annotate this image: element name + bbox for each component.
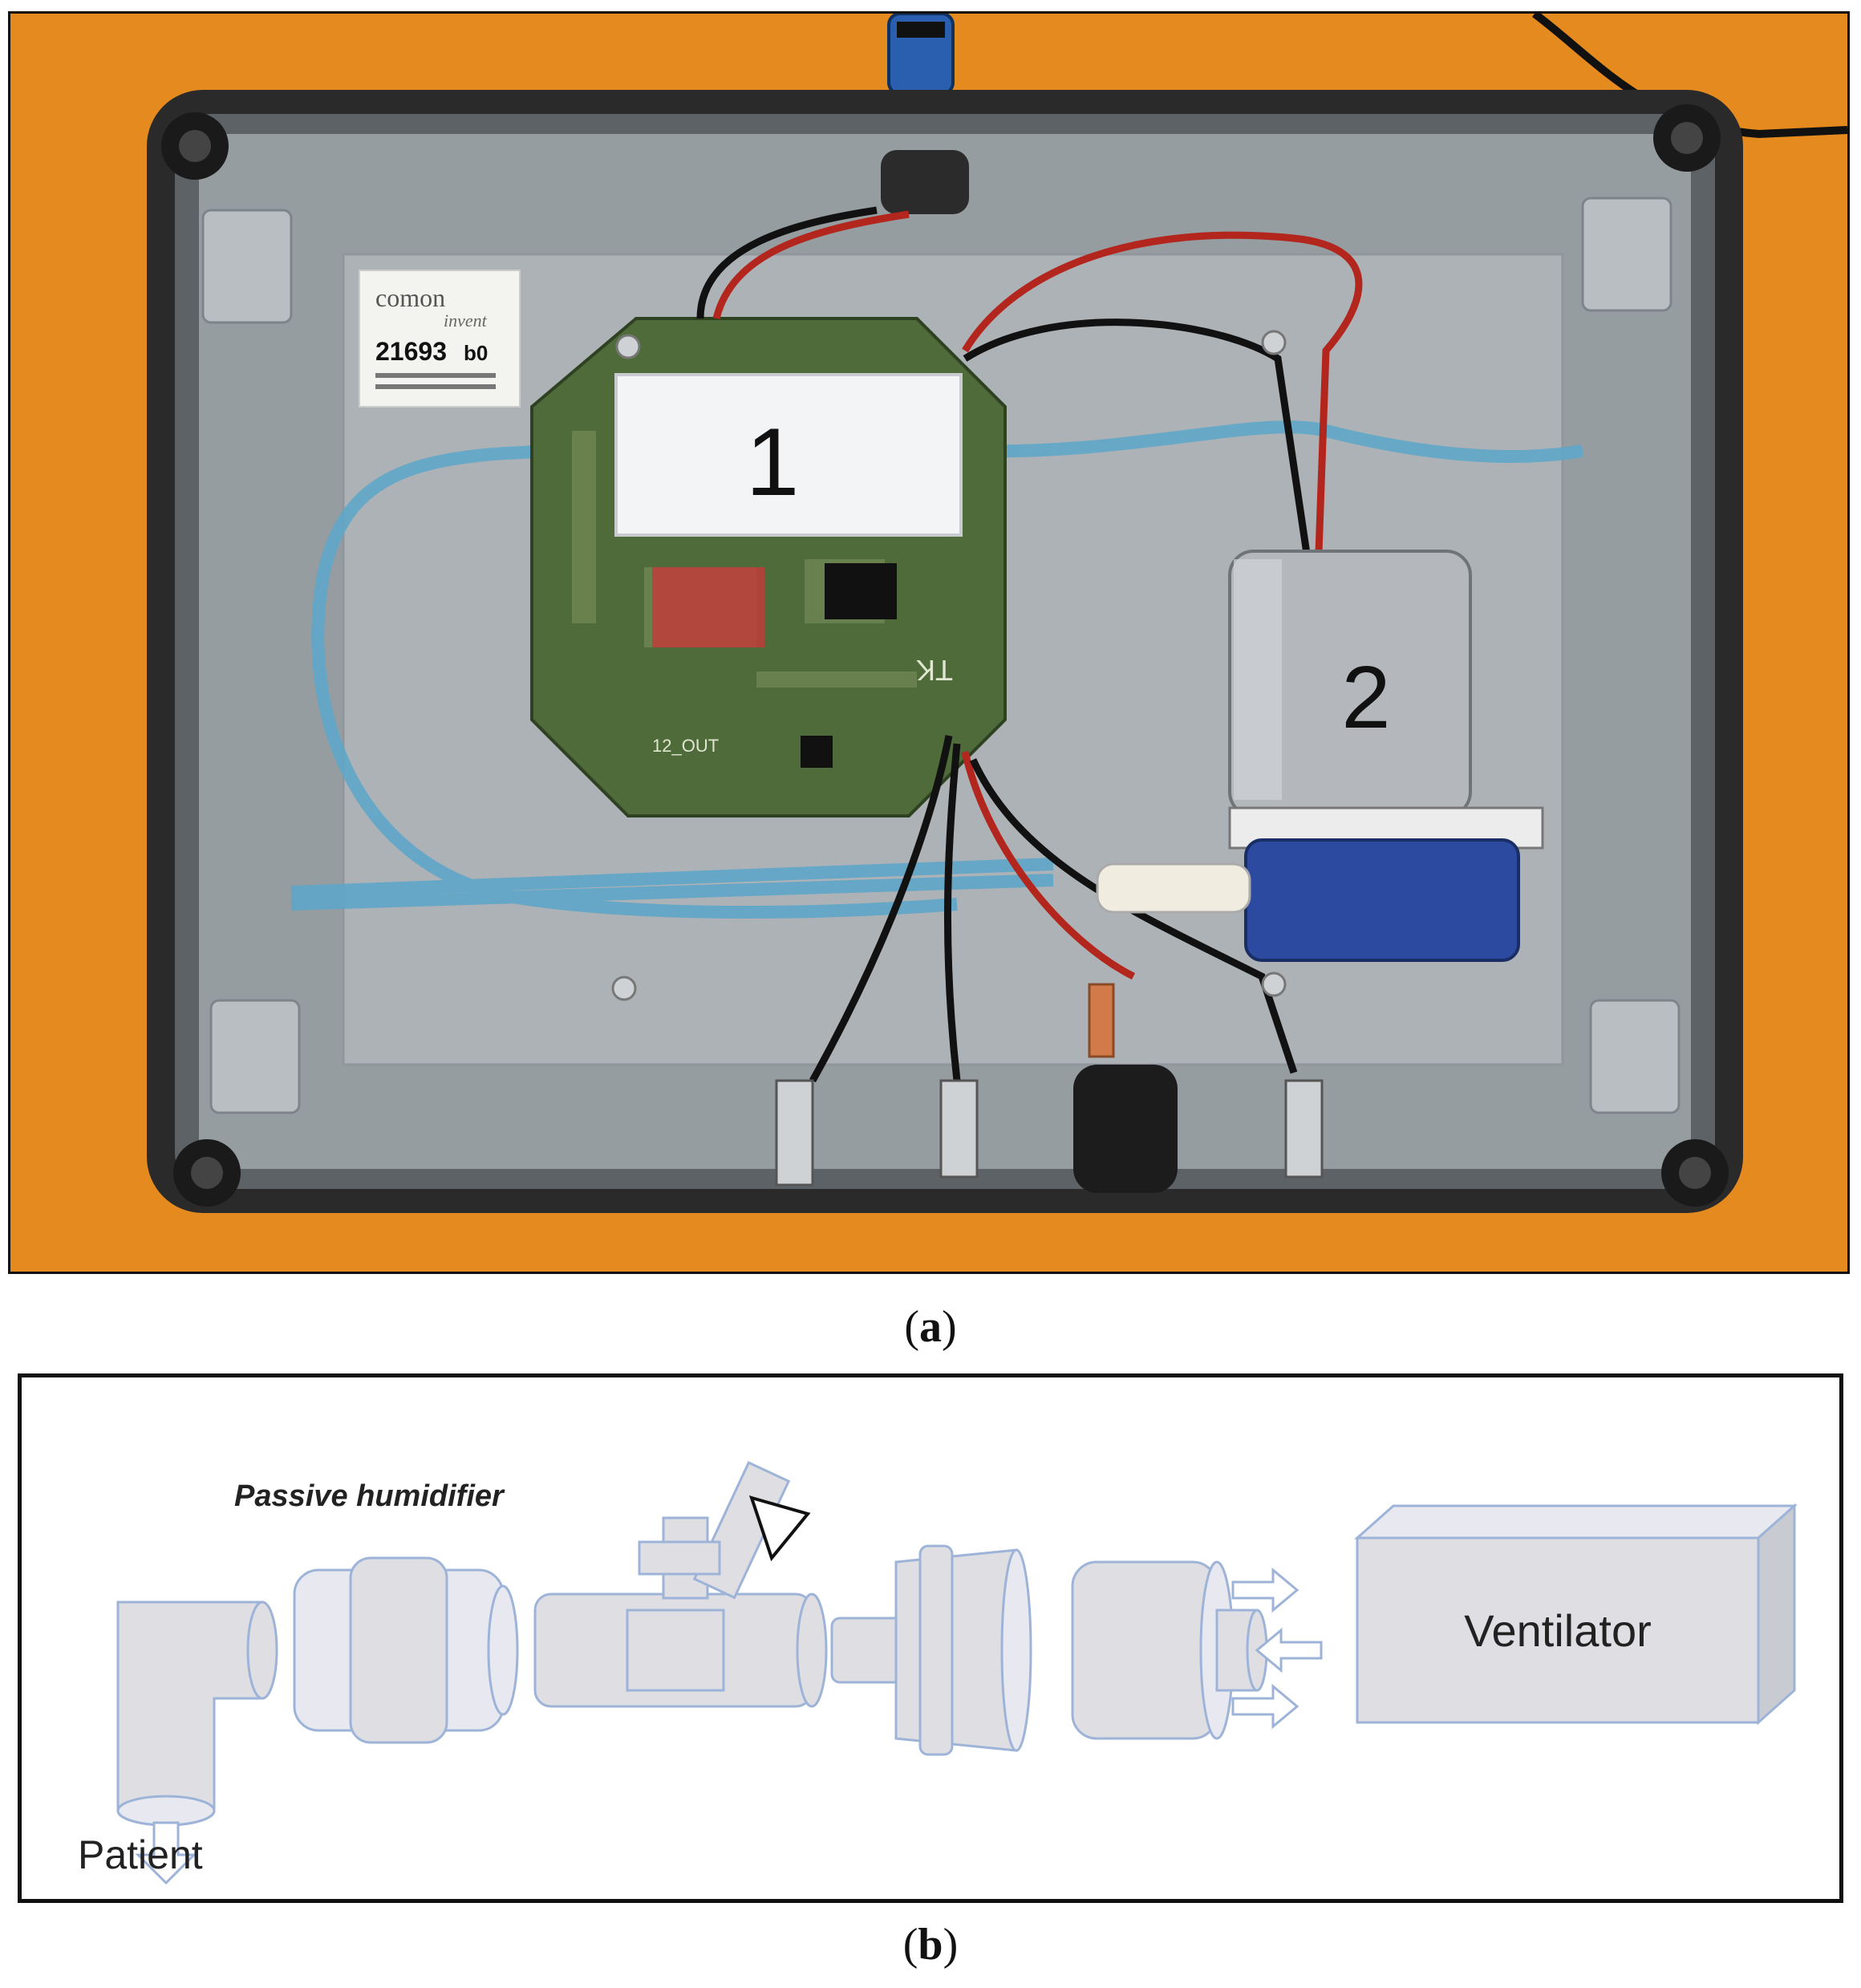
flow-out-arrow-top xyxy=(1231,1567,1299,1613)
caption-a: (a) xyxy=(0,1301,1861,1353)
filter-connector xyxy=(830,1544,1032,1756)
pump-assembly: 2 xyxy=(1096,550,1544,962)
ventilator-box xyxy=(1354,1503,1798,1726)
passive-humidifier-label: Passive humidifier xyxy=(234,1479,505,1513)
tubing-segment xyxy=(1071,1560,1268,1740)
connector-ring xyxy=(897,22,945,38)
ic-chip xyxy=(801,736,833,768)
sticker-brand-line2: invent xyxy=(444,310,488,331)
caption-a-close: ) xyxy=(942,1302,957,1352)
ventilator-label: Ventilator xyxy=(1464,1605,1652,1656)
bottom-connectors xyxy=(775,983,1324,1193)
airflow-schematic: .comp { fill: #dedee3; stroke: #9db4d8; … xyxy=(78,1461,1798,1885)
valve-tube xyxy=(533,1461,828,1708)
diagram-panel-b: .comp { fill: #dedee3; stroke: #9db4d8; … xyxy=(18,1373,1843,1903)
flow-in-arrow xyxy=(1255,1627,1323,1674)
panel-screws xyxy=(611,330,1287,1001)
pcb-label-tk: TK xyxy=(916,654,953,687)
photo-panel-a: comon invent 21693 b0 12_OUT TK 1 xyxy=(8,11,1850,1274)
device-photo-illustration: comon invent 21693 b0 12_OUT TK 1 xyxy=(10,14,1847,1272)
flow-out-arrow-bottom xyxy=(1231,1683,1299,1730)
serial-sticker: comon invent 21693 b0 xyxy=(359,270,521,408)
caption-b: (b) xyxy=(0,1919,1861,1970)
caption-b-open: ( xyxy=(902,1920,918,1970)
passive-humidifier xyxy=(293,1556,519,1744)
pump-head xyxy=(1244,838,1520,962)
air-tubes xyxy=(290,420,1584,919)
cable-gland-top xyxy=(881,150,969,214)
pcb-label-out: 12_OUT xyxy=(652,736,719,756)
wires xyxy=(696,206,1363,1083)
patient-label: Patient xyxy=(78,1832,203,1877)
pump-inlet xyxy=(1096,862,1251,914)
sticker-brand-line1: comon xyxy=(375,283,445,312)
corner-screws xyxy=(161,104,1729,1207)
sticker-suffix: b0 xyxy=(464,341,488,365)
module-label-1: 1 xyxy=(746,408,800,516)
lid-posts xyxy=(201,197,1681,1114)
display-chip xyxy=(825,563,897,619)
sensor-module xyxy=(614,373,963,537)
pump-label-2: 2 xyxy=(1341,648,1390,747)
elbow-connector xyxy=(116,1601,278,1827)
patient-arrow xyxy=(135,1821,197,1885)
sticker-number: 21693 xyxy=(375,337,447,366)
caption-b-letter: b xyxy=(918,1920,943,1970)
sim-module xyxy=(652,567,764,647)
caption-a-letter: a xyxy=(919,1302,942,1352)
caption-a-open: ( xyxy=(904,1302,919,1352)
caption-b-close: ) xyxy=(943,1920,959,1970)
flow-arrows xyxy=(1231,1567,1323,1730)
